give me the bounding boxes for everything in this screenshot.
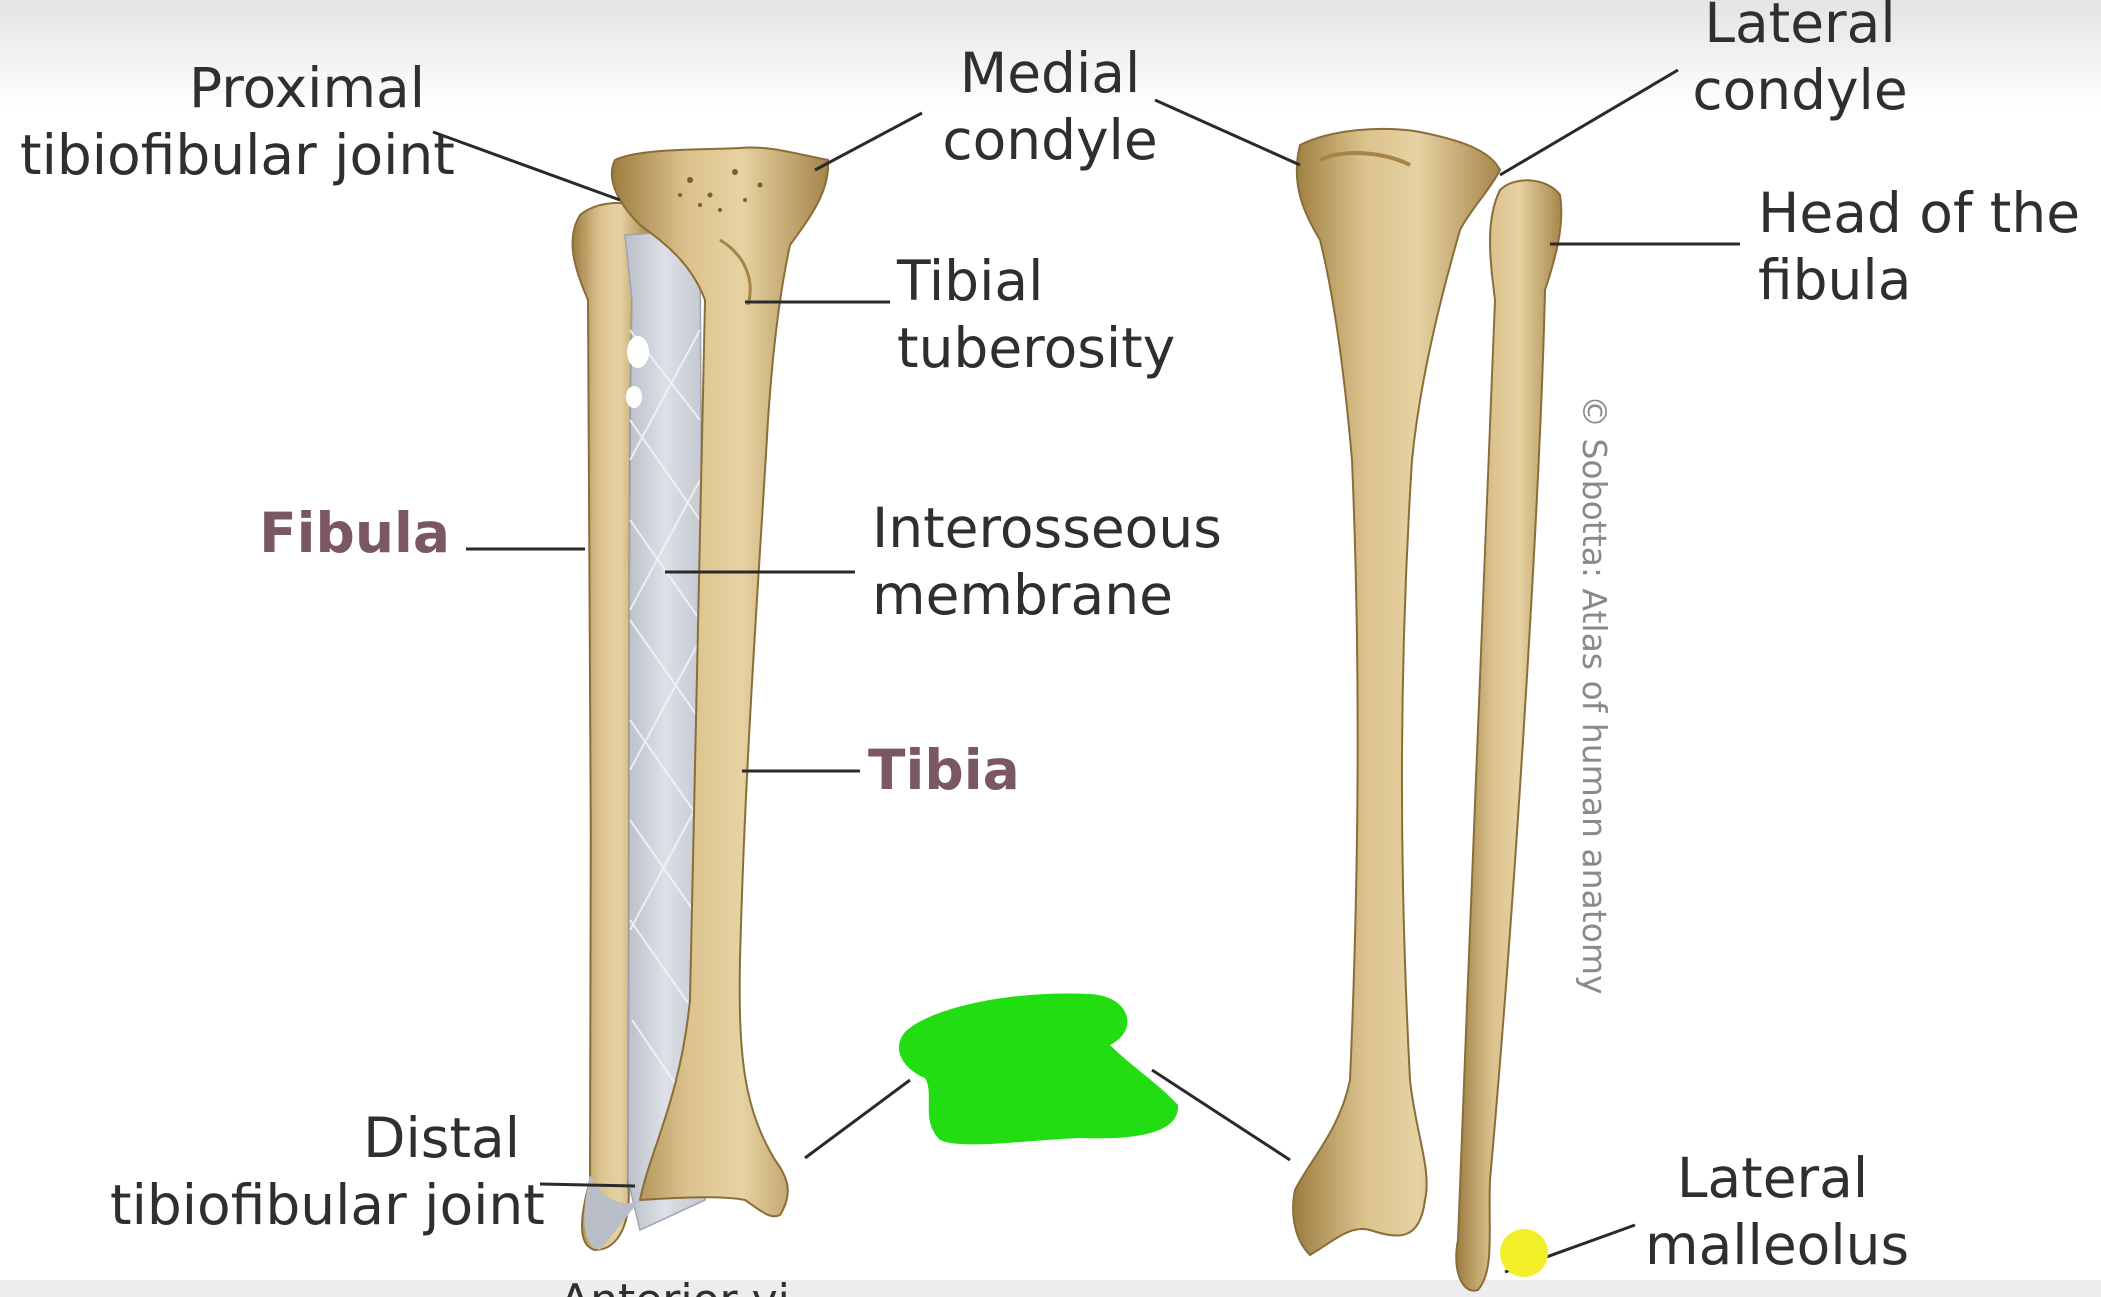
label-lateral-condyle: Lateral condyle [1692, 0, 1908, 122]
distal-joint-ligament [584, 1175, 640, 1250]
label-fibula: Fibula [259, 501, 450, 565]
label-interosseous-membrane: Interosseous membrane [872, 496, 1222, 627]
label-medial-condyle: Medial condyle [942, 41, 1158, 172]
right-tibia-bone [1292, 127, 1502, 1257]
label-tibia: Tibia [868, 738, 1020, 802]
top-shadow-band [0, 0, 2101, 110]
label-proximal-tibiofibular-joint: Proximal tibiofibular joint [20, 56, 455, 187]
left-tibia-bone [610, 146, 830, 1218]
leader-lines [432, 68, 1740, 1274]
right-fibula-bone [1455, 179, 1563, 1292]
interosseous-membrane-shape [624, 229, 706, 1232]
highlight-dot [1500, 1229, 1548, 1277]
bottom-caption-cropped: Anterior vi [560, 1275, 790, 1297]
bottom-shadow-band [0, 1280, 2101, 1297]
copyright-credit: © Sobotta: Atlas of human anatomy [1575, 395, 1614, 995]
label-distal-tibiofibular-joint: Distal tibiofibular joint [110, 1106, 545, 1237]
label-lateral-malleolus: Lateral malleolus [1645, 1146, 1910, 1277]
scribble-overlay [898, 993, 1179, 1145]
label-tibial-tuberosity: Tibial tuberosity [897, 249, 1176, 380]
label-head-of-fibula: Head of the fibula [1758, 181, 2081, 312]
